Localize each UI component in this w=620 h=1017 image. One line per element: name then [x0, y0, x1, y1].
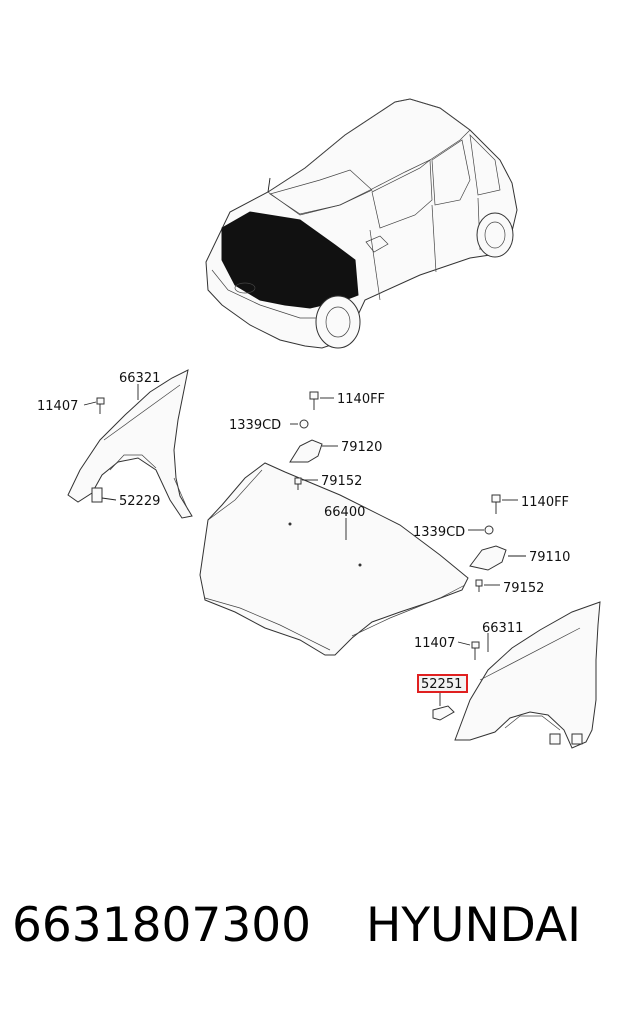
- label-1140ff-lh: 1140FF: [337, 392, 385, 407]
- label-79120: 79120: [341, 440, 382, 455]
- label-11407-rh: 11407: [414, 636, 455, 651]
- label-11407-lh: 11407: [37, 399, 78, 414]
- hinge-lh: [289, 391, 323, 490]
- brand-caption: HYUNDAI: [366, 898, 581, 953]
- hood: [199, 462, 469, 656]
- label-66400: 66400: [324, 505, 365, 520]
- leader-lines: [83, 384, 526, 706]
- bolt-icon: [96, 397, 105, 414]
- label-79110: 79110: [529, 550, 570, 565]
- fender-rh: [454, 601, 601, 749]
- bracket-lh-icon: [91, 487, 103, 503]
- label-52229: 52229: [119, 494, 160, 509]
- label-79152-rh: 79152: [503, 581, 544, 596]
- label-66321: 66321: [119, 371, 160, 386]
- highlight-box: [417, 674, 468, 693]
- label-1339cd-lh: 1339CD: [229, 418, 281, 433]
- label-79152-lh: 79152: [321, 474, 362, 489]
- hinge-rh: [469, 494, 507, 592]
- label-1140ff-rh: 1140FF: [521, 495, 569, 510]
- fender-lh: [67, 369, 193, 519]
- label-66311: 66311: [482, 621, 523, 636]
- label-1339cd-rh: 1339CD: [413, 525, 465, 540]
- car-illustration: [205, 98, 518, 349]
- part-number-caption: 6631807300: [12, 898, 312, 953]
- bolt-icon: [471, 641, 480, 660]
- label-52251: 52251: [421, 677, 462, 692]
- bracket-rh-icon: [432, 705, 455, 721]
- callout-labels: 66321 11407 52229 1140FF 1339CD 79120 79…: [37, 371, 570, 693]
